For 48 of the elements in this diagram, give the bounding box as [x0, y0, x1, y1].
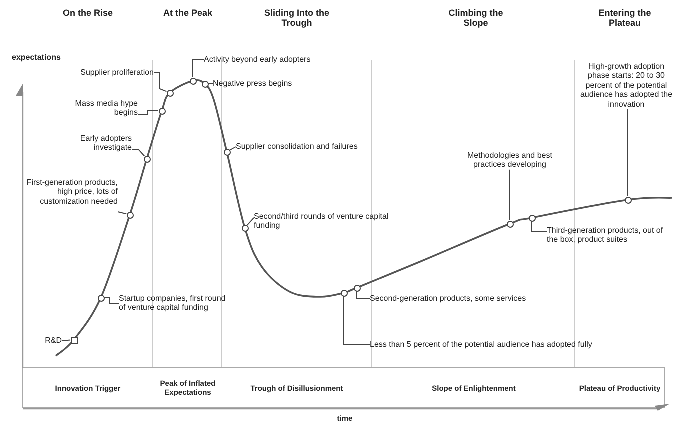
curve-marker-circle	[144, 156, 150, 162]
annotation-text: Activity beyond early adopters	[204, 55, 344, 64]
axis-label: expectations	[12, 53, 62, 63]
curve-marker-circle	[166, 90, 174, 96]
phase-heading: Entering the Plateau	[598, 8, 652, 28]
curve-marker-circle	[354, 284, 360, 292]
phase-heading: Sliding Into the Trough	[264, 8, 330, 28]
annotation-text: R&D	[40, 336, 62, 346]
leader-line	[230, 146, 236, 151]
curve-marker-circle	[528, 214, 536, 222]
phase-heading: On the Rise	[62, 8, 114, 18]
phase-heading: Climbing the Slope	[448, 8, 504, 28]
leader-line	[138, 110, 159, 116]
curve-marker-circle	[98, 294, 104, 302]
leader-line	[62, 340, 71, 342]
annotation-text: High-growth adoption phase starts: 20 to 30 percent of the potential audience has adopted the innovation	[580, 62, 673, 110]
annotation-text: Supplier proliferation	[60, 68, 154, 78]
annotation-text: Less than 5 percent of the potential audience has adopted fully	[370, 340, 632, 350]
curve-marker-circle	[190, 78, 196, 84]
curve-marker-circle	[506, 220, 514, 228]
leader-line	[118, 212, 128, 215]
annotation-text: Startup companies, first round of venture capital funding	[119, 294, 231, 313]
annotation-text: Third-generation products, out of the box, product suites	[547, 226, 673, 245]
curve-marker-circle	[242, 224, 248, 232]
leader-line	[344, 296, 370, 346]
annotation-text: Second-generation products, some services	[370, 294, 570, 304]
leader-line	[356, 291, 370, 300]
leader-line	[532, 221, 548, 232]
leader-line	[246, 218, 254, 226]
annotation-text: Negative press begins	[213, 79, 323, 88]
annotation-text: Mass media hype begins	[62, 99, 138, 118]
curve-marker-circle	[224, 148, 230, 156]
annotation-text: Early adopters investigate	[60, 134, 132, 153]
leader-line	[154, 72, 168, 92]
annotation-text: Second/third rounds of venture capital funding	[254, 212, 389, 231]
leader-line	[192, 60, 204, 78]
leader-line	[104, 298, 120, 304]
annotation-text: Supplier consolidation and failures	[236, 142, 386, 152]
annotation-text: Methodologies and best practices developing	[455, 151, 565, 170]
curve-marker-circle	[158, 108, 166, 114]
phase-heading: At the Peak	[162, 8, 214, 18]
curve-marker-circle	[624, 196, 632, 204]
curve-marker-circle	[202, 80, 208, 88]
annotation-text: First-generation products, high price, lots of customization needed	[26, 178, 118, 206]
curve-marker-circle	[340, 290, 348, 296]
curve-marker-square	[70, 336, 78, 344]
curve-marker-circle	[126, 212, 134, 218]
leader-line	[132, 150, 146, 157]
